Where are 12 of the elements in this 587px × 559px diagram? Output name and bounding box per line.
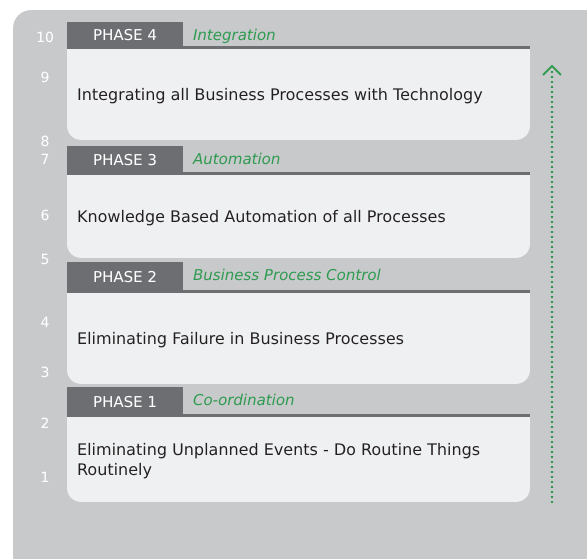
phase-title: Automation <box>193 150 280 168</box>
phase-tab: PHASE 2 <box>67 262 183 292</box>
phase-tab: PHASE 1 <box>67 387 183 416</box>
phase-card: Eliminating Unplanned Events - Do Routine Things Routinely <box>67 414 530 502</box>
phase-tab: PHASE 3 <box>67 146 183 174</box>
phase-title: Co-ordination <box>193 391 295 409</box>
phase-card: Knowledge Based Automation of all Processes <box>67 172 530 258</box>
phase-title: Business Process Control <box>193 266 381 284</box>
phase-tab: PHASE 4 <box>67 22 183 48</box>
phase-title: Integration <box>193 26 276 44</box>
phase-card: Eliminating Failure in Business Processes <box>67 290 530 384</box>
phase-card: Integrating all Business Processes with Technology <box>67 46 530 140</box>
